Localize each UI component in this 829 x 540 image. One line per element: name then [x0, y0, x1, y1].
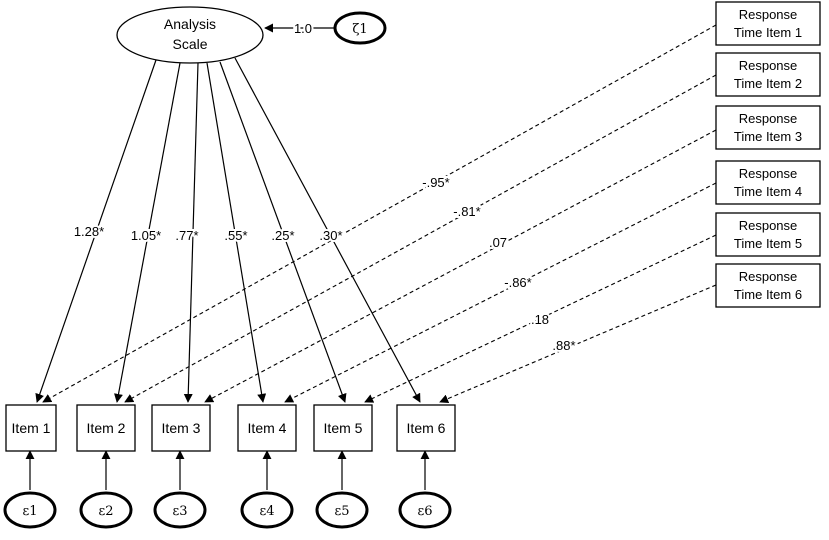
loading-path-item5: [219, 61, 347, 403]
disturbance-zeta: 1.0 ζ1: [264, 11, 387, 45]
rt-box-4-line1: Response: [739, 166, 798, 181]
rt-box-1-line1: Response: [739, 7, 798, 22]
error-term-2: ε2: [79, 491, 133, 529]
rt-box-3-line2: Time Item 3: [734, 129, 802, 144]
error-term-1: ε1: [3, 491, 57, 529]
rt-box-5: Response Time Item 5: [715, 212, 821, 257]
rt-path-item1: [42, 24, 717, 403]
loading-coef-item1: 1.28*: [74, 224, 104, 239]
item-box-6: Item 6: [396, 404, 456, 452]
item-box-5: Item 5: [313, 404, 373, 452]
error-term-1-label: ε1: [22, 504, 37, 519]
latent-label-line2: Scale: [172, 36, 207, 52]
error-term-4-label: ε4: [259, 504, 274, 519]
item-box-3-label: Item 3: [162, 420, 201, 436]
latent-ellipse: [116, 6, 264, 64]
rt-path-item5: [364, 234, 717, 403]
rt-box-2: Response Time Item 2: [715, 52, 821, 97]
loading-path-item6: [234, 57, 421, 403]
loading-coef-item6: .30*: [319, 228, 342, 243]
error-terms: ε1 ε2 ε3 ε4 ε5 ε6: [3, 491, 452, 529]
item-box-2-label: Item 2: [87, 420, 126, 436]
loading-path-item1: [35, 59, 157, 403]
rt-box-4-line2: Time Item 4: [734, 184, 802, 199]
item-box-4: Item 4: [237, 404, 297, 452]
rt-box-2-line2: Time Item 2: [734, 76, 802, 91]
item-box-5-label: Item 5: [324, 420, 363, 436]
rt-coef-item5: .18: [531, 312, 549, 327]
rt-box-2-line1: Response: [739, 58, 798, 73]
rt-box-5-line2: Time Item 5: [734, 236, 802, 251]
disturbance-ellipse: [333, 11, 387, 45]
item-box-2: Item 2: [76, 404, 136, 452]
error-paths: [25, 450, 430, 490]
item-boxes: Item 1 Item 2 Item 3 Item 4 Item 5 Item …: [5, 404, 456, 452]
rt-box-3: Response Time Item 3: [715, 105, 821, 150]
error-term-2-label: ε2: [98, 504, 113, 519]
rt-coef-item4: -.86*: [504, 275, 531, 290]
item-box-6-label: Item 6: [407, 420, 446, 436]
item-box-1-label: Item 1: [12, 420, 51, 436]
rt-box-6-line1: Response: [739, 269, 798, 284]
error-term-6: ε6: [398, 491, 452, 529]
rt-coef-item6: .88*: [552, 338, 575, 353]
rt-box-5-line1: Response: [739, 218, 798, 233]
loading-path-item4: [206, 62, 267, 403]
rt-box-6-line2: Time Item 6: [734, 287, 802, 302]
rt-coefficients: -.95* -.81* .07 -.86* .18 .88*: [420, 173, 577, 355]
rt-path-item2: [124, 74, 717, 403]
response-time-boxes: Response Time Item 1 Response Time Item …: [715, 1, 821, 308]
rt-path-item3: [204, 129, 717, 403]
rt-coef-item1: -.95*: [422, 175, 449, 190]
rt-box-4: Response Time Item 4: [715, 160, 821, 205]
error-term-3-label: ε3: [172, 504, 187, 519]
error-term-5: ε5: [315, 491, 369, 529]
item-box-1: Item 1: [5, 404, 57, 452]
rt-box-6: Response Time Item 6: [715, 263, 821, 308]
loading-coef-item4: .55*: [224, 228, 247, 243]
disturbance-path-value: 1.0: [294, 21, 312, 36]
rt-coef-item2: -.81*: [453, 204, 480, 219]
error-term-4: ε4: [240, 491, 294, 529]
error-term-5-label: ε5: [334, 504, 349, 519]
rt-box-1-line2: Time Item 1: [734, 25, 802, 40]
loading-coef-item3: .77*: [175, 228, 198, 243]
rt-box-3-line1: Response: [739, 111, 798, 126]
latent-analysis-scale: Analysis Scale: [116, 6, 264, 64]
item-box-4-label: Item 4: [248, 420, 287, 436]
disturbance-label: ζ1: [352, 22, 367, 37]
loading-coef-item5: .25*: [271, 228, 294, 243]
error-term-3: ε3: [153, 491, 207, 529]
rt-path-item6: [439, 284, 717, 403]
rt-box-1: Response Time Item 1: [715, 1, 821, 46]
loading-coef-item2: 1.05*: [131, 228, 161, 243]
rt-coef-item3: .07: [489, 235, 507, 250]
loading-path-item3: [183, 62, 199, 403]
rt-path-item4: [284, 182, 717, 403]
loading-coefficients: 1.28* 1.05* .77* .55* .25* .30*: [72, 222, 345, 245]
item-box-3: Item 3: [151, 404, 211, 452]
loading-path-item2: [114, 62, 181, 403]
loading-paths: [35, 57, 421, 403]
latent-label-line1: Analysis: [164, 16, 216, 32]
error-term-6-label: ε6: [417, 504, 432, 519]
response-time-paths: [42, 24, 717, 403]
